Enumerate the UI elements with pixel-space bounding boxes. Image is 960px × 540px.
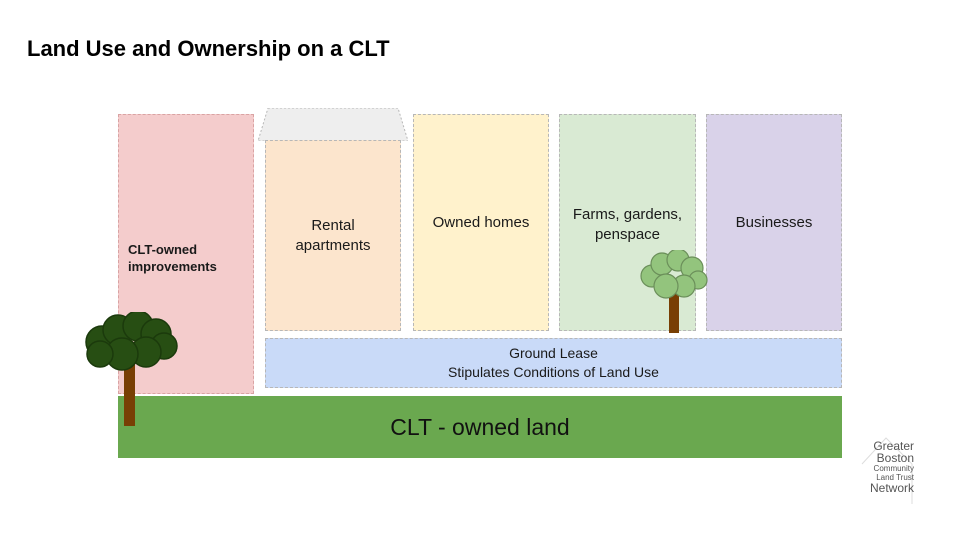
businesses-box: Businesses xyxy=(706,114,842,331)
farms-gardens-box: Farms, gardens, penspace xyxy=(559,114,696,331)
businesses-label: Businesses xyxy=(735,213,813,231)
rental-apartments-label: Rental apartments xyxy=(295,216,371,254)
page-title: Land Use and Ownership on a CLT xyxy=(27,36,390,61)
clt-owned-land-label: CLT - owned land xyxy=(390,413,570,440)
owned-homes-box: Owned homes xyxy=(413,114,549,331)
rental-apartments-box: Rental apartments xyxy=(265,140,401,331)
clt-owned-land-bar: CLT - owned land xyxy=(118,396,842,458)
farms-gardens-label: Farms, gardens, penspace xyxy=(572,206,683,243)
ground-lease-line2: Stipulates Conditions of Land Use xyxy=(448,364,659,380)
ground-lease-box: Ground Lease Stipulates Conditions of La… xyxy=(265,338,842,388)
dark-tree-icon xyxy=(85,312,178,426)
clt-owned-improvements-label: CLT-owned improvements xyxy=(128,242,217,274)
logo-line2: Boston xyxy=(876,451,914,465)
logo-line1: Greater xyxy=(873,439,914,453)
owned-homes-label: Owned homes xyxy=(432,213,530,231)
light-tree-icon xyxy=(640,250,708,333)
logo-line4: Land Trust xyxy=(876,473,914,482)
logo-line3: Community xyxy=(873,464,914,473)
gbcltn-logo: Greater Boston Community Land Trust Netw… xyxy=(858,437,914,508)
ground-lease-line1: Ground Lease xyxy=(509,345,598,361)
house-outline-icon xyxy=(861,437,913,504)
logo-line5: Network xyxy=(869,481,914,495)
roof-icon xyxy=(258,108,408,141)
